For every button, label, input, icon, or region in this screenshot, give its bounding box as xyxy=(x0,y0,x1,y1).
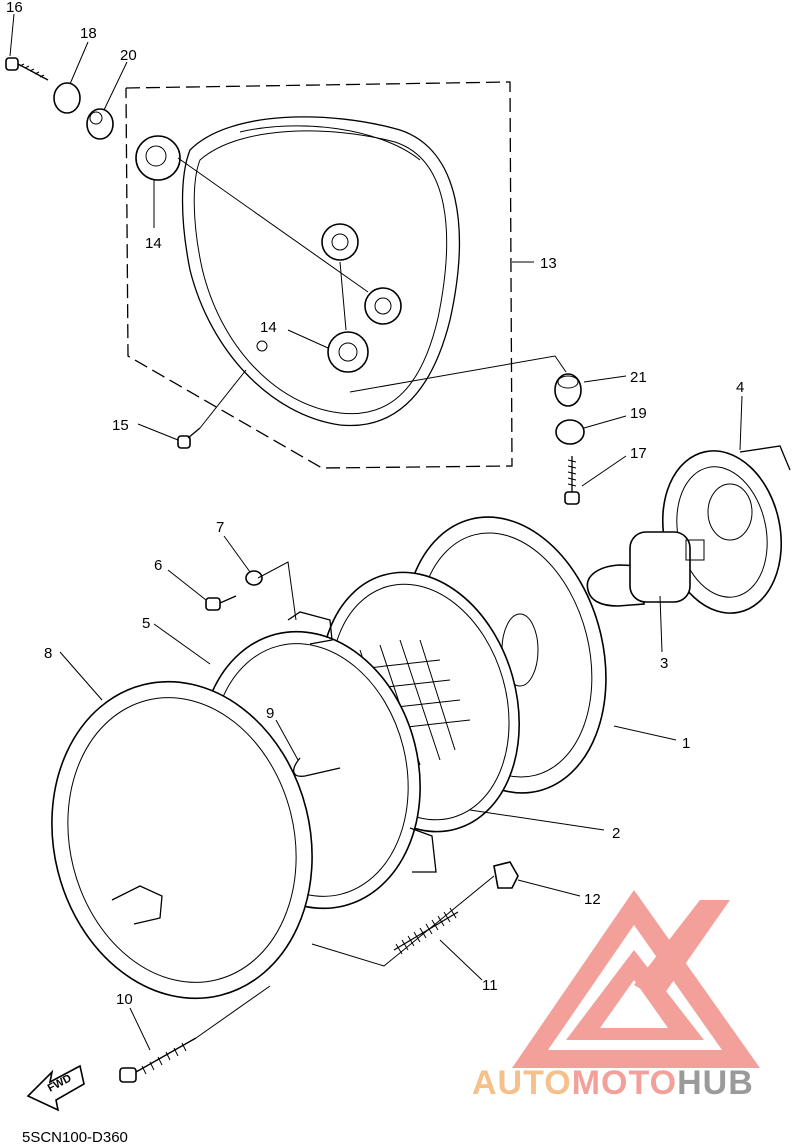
grommet-14-top xyxy=(135,135,181,181)
label-1: 1 xyxy=(682,735,690,752)
collar-21 xyxy=(554,373,582,407)
screw-6 xyxy=(205,595,237,611)
housing-grommet-top xyxy=(321,223,359,261)
screw-15 xyxy=(177,427,201,449)
label-12: 12 xyxy=(584,891,601,908)
label-13: 13 xyxy=(540,255,557,272)
label-14-mid: 14 xyxy=(260,319,277,336)
label-14-top: 14 xyxy=(145,235,162,252)
headlight-housing xyxy=(181,116,461,427)
spring-clip-9 xyxy=(293,757,341,777)
label-8: 8 xyxy=(44,645,52,662)
bolt-16 xyxy=(5,57,49,81)
collar-20 xyxy=(86,108,114,140)
leader-lines xyxy=(9,13,743,1051)
label-11: 11 xyxy=(482,977,498,994)
label-7: 7 xyxy=(216,519,224,536)
label-6: 6 xyxy=(154,557,162,574)
label-3: 3 xyxy=(660,655,668,672)
label-18: 18 xyxy=(80,25,97,42)
watermark-logo xyxy=(512,890,760,1068)
outer-ring xyxy=(51,680,313,1000)
bulb-socket xyxy=(661,445,791,614)
label-4: 4 xyxy=(736,379,744,396)
label-10: 10 xyxy=(116,991,133,1008)
watermark-auto: AUTO xyxy=(472,1064,572,1102)
housing-grommet-right xyxy=(364,287,402,325)
bolt-17 xyxy=(564,456,580,505)
screw-10 xyxy=(119,1037,197,1083)
label-2: 2 xyxy=(612,825,620,842)
washer-19 xyxy=(555,419,585,445)
fwd-arrow: FWD xyxy=(26,1064,85,1112)
label-17: 17 xyxy=(630,445,647,462)
part-labels: 16 18 20 14 14 13 15 21 19 17 4 7 6 5 8 … xyxy=(6,0,744,1008)
label-21: 21 xyxy=(630,369,647,386)
group-box-13 xyxy=(125,81,513,469)
watermark-moto: MOTO xyxy=(572,1064,677,1102)
washer-18 xyxy=(53,82,81,114)
label-15: 15 xyxy=(112,417,129,434)
label-5: 5 xyxy=(142,615,150,632)
bulb xyxy=(586,531,705,607)
watermark-text: AUTOMOTOHUB xyxy=(472,1064,754,1102)
housing-grommet-bottom xyxy=(327,331,369,373)
label-19: 19 xyxy=(630,405,647,422)
nut-12 xyxy=(493,861,519,889)
washer-7 xyxy=(245,570,263,586)
label-9: 9 xyxy=(266,705,274,722)
watermark-hub: HUB xyxy=(677,1064,754,1102)
label-16: 16 xyxy=(6,0,23,16)
label-20: 20 xyxy=(120,47,137,64)
diagram-code: 5SCN100-D360 xyxy=(22,1129,128,1146)
